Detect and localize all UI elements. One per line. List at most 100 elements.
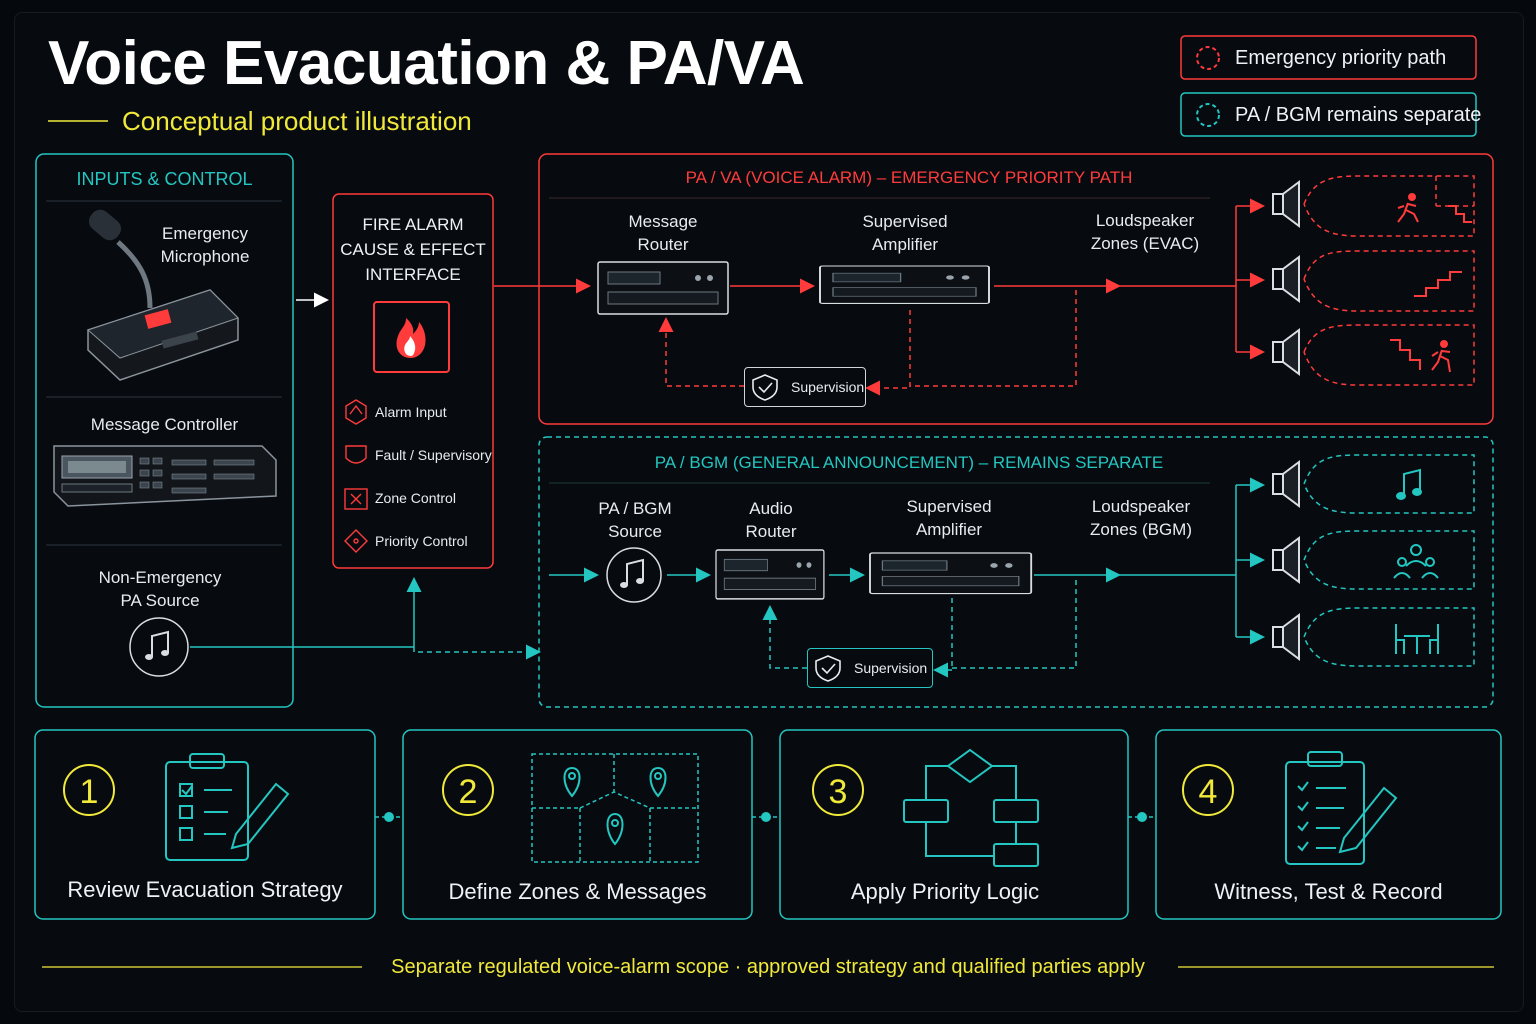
bgm-heading: PA / BGM (GENERAL ANNOUNCEMENT) – REMAIN… (654, 453, 1164, 472)
evac-runner-icon-2 (1431, 349, 1451, 373)
message-router-label: Message Router (600, 210, 726, 256)
bgm-supervision-box: Supervision (807, 648, 933, 688)
bgm-source-label: PA / BGM Source (575, 497, 695, 543)
priority-flowchart-icon (903, 748, 1039, 867)
fire-item-alarm-input: Alarm Input (375, 404, 447, 420)
bgm-speakers-label: Loudspeaker Zones (BGM) (1076, 495, 1206, 541)
bgm-panel (538, 436, 1494, 708)
zones-map-icon (531, 753, 699, 863)
bgm-amplifier-device (869, 552, 1033, 595)
va-supervision-label: Supervision (791, 379, 865, 395)
evac-speakers-label: Loudspeaker Zones (EVAC) (1080, 209, 1210, 255)
evac-speakers-label-line1: Loudspeaker (1095, 211, 1195, 230)
emergency-mic-label-line2: Microphone (160, 247, 250, 266)
test-record-clipboard-icon (1285, 751, 1398, 865)
bgm-supervision-shield-icon (815, 655, 841, 682)
emergency-mic-label-line1: Emergency (162, 224, 248, 243)
evac-stairs-icon-1 (1448, 205, 1472, 223)
step-2-number: 2 (442, 764, 494, 816)
va-amplifier-label: Supervised Amplifier (840, 210, 970, 256)
message-router-label-line2: Router (637, 235, 689, 254)
bgm-amplifier-label-line2: Amplifier (915, 520, 983, 539)
bgm-dining-zone-icon (1395, 624, 1439, 654)
legend-emergency-dot (1196, 46, 1220, 70)
bgm-source-label-line2: Source (608, 522, 662, 541)
step-1-number: 1 (63, 764, 115, 816)
message-controller-label: Message Controller (90, 415, 239, 434)
audio-router-label-line1: Audio (749, 499, 793, 518)
fire-alarm-title-line1: FIRE ALARM (362, 215, 464, 234)
step-3-number: 3 (812, 764, 864, 816)
fire-item-fault: Fault / Supervisory (375, 447, 492, 463)
step-1-card (34, 729, 376, 920)
bgm-people-zone-icon (1393, 544, 1439, 579)
pa-source-label-line1: Non-Emergency (98, 568, 222, 587)
emergency-mic-label: Emergency Microphone (150, 222, 260, 268)
checklist-clipboard-icon (165, 753, 290, 861)
fault-shield-icon (345, 445, 367, 464)
fire-icon-box (373, 301, 450, 373)
audio-router-device (715, 549, 825, 600)
va-supervision-box: Supervision (744, 367, 866, 407)
fire-alarm-title-line3: INTERFACE (365, 265, 461, 284)
legend-emergency-label: Emergency priority path (1235, 47, 1447, 69)
zone-pin-icon-2 (649, 766, 667, 798)
step-1-label: Review Evacuation Strategy (67, 877, 343, 902)
zone-control-icon (344, 488, 368, 510)
message-controller-icon (53, 445, 277, 507)
va-panel (538, 153, 1494, 425)
bgm-amplifier-label: Supervised Amplifier (884, 495, 1014, 541)
fire-alarm-panel (332, 193, 494, 569)
bgm-speakers-label-line1: Loudspeaker (1091, 497, 1191, 516)
emergency-microphone-icon (87, 209, 239, 381)
step-4-label: Witness, Test & Record (1214, 879, 1443, 904)
message-router-device (597, 261, 729, 315)
fire-alarm-title: FIRE ALARM CAUSE & EFFECT INTERFACE (333, 212, 493, 287)
evac-speakers-label-line2: Zones (EVAC) (1090, 234, 1200, 253)
evac-stairs-icon-2 (1414, 271, 1462, 297)
zone-pin-icon-1 (563, 766, 581, 798)
va-amplifier-label-line1: Supervised (862, 212, 948, 231)
fire-item-priority-control: Priority Control (375, 533, 468, 549)
zone-pin-icon-3 (606, 812, 624, 846)
legend-pa-box (1180, 92, 1477, 137)
pa-source-label-line2: PA Source (120, 591, 200, 610)
step-3-label: Apply Priority Logic (850, 879, 1040, 904)
evac-speaker-1-icon (1272, 181, 1300, 227)
va-amplifier-device (819, 265, 990, 305)
page-subtitle: Conceptual product illustration (122, 106, 472, 136)
page-title: Voice Evacuation & PA/VA (48, 29, 805, 98)
bgm-speaker-2-icon (1272, 537, 1300, 583)
legend-emergency-box (1180, 35, 1477, 80)
step-4-card (1155, 729, 1502, 920)
bgm-speaker-3-icon (1272, 614, 1300, 660)
fire-alarm-title-line2: CAUSE & EFFECT (340, 240, 486, 259)
bgm-source-note-icon (606, 547, 662, 603)
outer-frame (14, 12, 1524, 1012)
inputs-panel (35, 153, 294, 708)
bgm-amplifier-label-line1: Supervised (906, 497, 992, 516)
legend-pa-dot (1196, 103, 1220, 127)
alarm-input-icon (345, 399, 367, 425)
bgm-music-zone-icon (1403, 468, 1421, 496)
evac-speaker-3-icon (1272, 329, 1300, 375)
step-4-number: 4 (1182, 764, 1234, 816)
evac-runner-icon-1 (1397, 202, 1419, 223)
step-2-label: Define Zones & Messages (448, 879, 707, 904)
evac-stairs-icon-3 (1390, 339, 1421, 370)
bgm-speaker-1-icon (1272, 461, 1300, 507)
pa-source-note-icon (129, 617, 189, 677)
bgm-source-label-line1: PA / BGM (598, 499, 672, 518)
va-supervision-shield-icon (752, 374, 778, 401)
step-3-card (779, 729, 1129, 920)
bgm-supervision-label: Supervision (854, 660, 928, 676)
va-amplifier-label-line2: Amplifier (871, 235, 939, 254)
audio-router-label-line2: Router (745, 522, 797, 541)
legend-pa-label: PA / BGM remains separate (1235, 104, 1482, 126)
fire-item-zone-control: Zone Control (375, 490, 456, 506)
va-heading: PA / VA (VOICE ALARM) – EMERGENCY PRIORI… (685, 168, 1133, 187)
footer-note: Separate regulated voice-alarm scope · a… (391, 956, 1145, 978)
message-router-label-line1: Message (628, 212, 698, 231)
